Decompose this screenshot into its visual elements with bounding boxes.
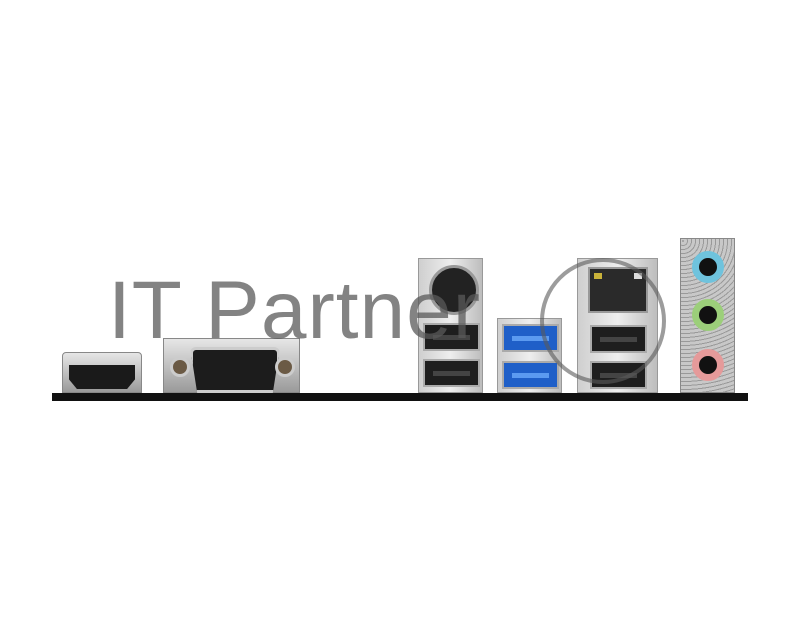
watermark-text: IT Partner (108, 265, 482, 356)
usb2-port (423, 323, 480, 351)
audio-line-in-icon (692, 251, 724, 283)
audio-mic-icon (692, 349, 724, 381)
ps2-port-icon (429, 265, 479, 315)
audio-jack-panel (680, 238, 735, 393)
hdmi-port-icon (69, 365, 135, 389)
usb2-port (423, 359, 480, 387)
ps2-usb-stack (418, 258, 483, 393)
watermark-logo-icon (540, 258, 666, 384)
vga-port-icon (190, 347, 280, 393)
usb3-port (502, 361, 559, 389)
screw-icon (170, 357, 190, 377)
io-shield-base (52, 393, 748, 401)
hdmi-port (62, 352, 142, 393)
screw-icon (275, 357, 295, 377)
audio-line-out-icon (692, 299, 724, 331)
vga-port (163, 338, 300, 393)
